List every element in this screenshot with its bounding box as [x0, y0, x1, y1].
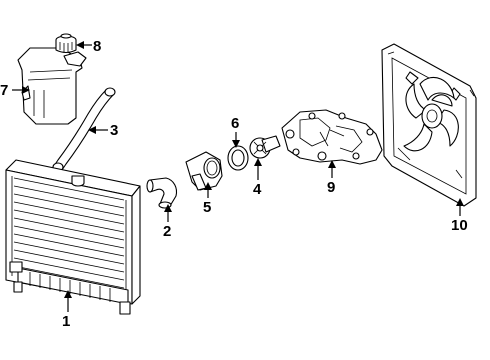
callout-3: 3	[88, 122, 118, 139]
callout-6-label: 6	[231, 115, 239, 132]
callout-9: 9	[327, 160, 336, 196]
callout-5: 5	[203, 182, 212, 216]
callout-10: 10	[451, 198, 468, 234]
callout-1-label: 1	[62, 313, 70, 330]
callout-7-label: 7	[0, 82, 8, 99]
thermostat	[249, 135, 281, 159]
callout-6: 6	[231, 115, 240, 148]
callout-8-label: 8	[93, 38, 101, 55]
callout-1: 1	[62, 290, 72, 330]
coolant-reservoir	[17, 47, 87, 125]
coolant-outlet-elbow	[146, 177, 178, 209]
cooling-fan-assembly	[381, 43, 477, 207]
callout-7: 7	[0, 82, 30, 99]
water-pump	[281, 109, 383, 165]
callout-9-label: 9	[327, 179, 335, 196]
reservoir-cap	[55, 33, 77, 54]
radiator	[5, 159, 141, 315]
callout-8: 8	[76, 38, 101, 55]
callout-2: 2	[163, 204, 172, 240]
callout-3-label: 3	[110, 122, 118, 139]
callout-10-label: 10	[451, 217, 468, 234]
callout-5-label: 5	[203, 199, 211, 216]
callout-4: 4	[253, 158, 262, 198]
callout-4-label: 4	[253, 181, 262, 198]
gasket-o-ring	[227, 145, 249, 171]
thermostat-housing	[185, 151, 223, 191]
callout-2-label: 2	[163, 223, 171, 240]
